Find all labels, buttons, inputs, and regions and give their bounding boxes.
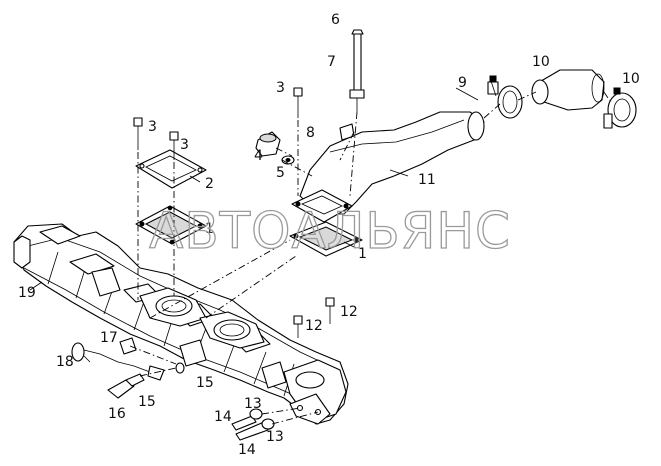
leader-lines [29,87,479,363]
callout-12-left: 12 [305,318,323,334]
nut-13-lower [261,418,275,430]
grommet-17 [119,337,137,355]
callout-3-upper: 3 [276,80,285,96]
cover-plate-2 [135,149,207,189]
callout-4: 4 [254,148,263,164]
bolt-14-upper [231,415,257,431]
callout-14-lower: 14 [238,442,256,458]
clamp-9 [487,75,523,119]
exhaust-pipe-11 [291,111,485,223]
bolt-3-upper [293,87,303,118]
callout-8: 8 [306,125,315,141]
callout-15-right: 15 [196,375,214,391]
callout-10-clamp: 10 [622,71,640,87]
sensor-rod-7 [349,29,365,112]
callout-13-upper: 13 [244,396,262,412]
callout-1-right: 1 [358,246,367,262]
cap-4 [255,131,281,157]
callout-11: 11 [418,172,436,188]
bolt-12-right [325,297,335,324]
flex-sleeve-10 [531,69,605,111]
callout-3-middle: 3 [180,137,189,153]
callout-15-left: 15 [138,394,156,410]
callout-labels: 6 7 10 10 9 3 3 3 8 4 5 2 11 1 1 19 12 1… [18,12,640,458]
bolt-3-left [133,117,143,150]
sensor-16 [107,373,145,399]
watermark-text: АВТОАЛЬЯНС [149,202,511,260]
callout-12-right: 12 [340,304,358,320]
plug-8 [339,123,355,141]
callout-10-sleeve: 10 [532,54,550,70]
washer-15 [175,362,185,374]
callout-14-upper: 14 [214,409,232,425]
assembly-lines [129,91,613,425]
bolt-3-middle [169,131,179,160]
exhaust-manifold [13,223,349,425]
gasket-1-left [135,205,207,245]
gasket-1-right [289,221,363,257]
callout-19: 19 [18,285,36,301]
bolt-14-lower [235,421,269,441]
callout-6: 6 [331,12,340,28]
callout-9: 9 [458,75,467,91]
callout-2: 2 [205,176,214,192]
callout-3-left: 3 [148,119,157,135]
callout-18: 18 [56,354,74,370]
bolt-12-left [293,315,303,338]
callout-7: 7 [327,54,336,70]
clamp-10 [603,87,637,129]
callout-1-left: 1 [205,221,214,237]
callout-17: 17 [100,330,118,346]
callout-16: 16 [108,406,126,422]
callout-13-lower: 13 [266,429,284,445]
callout-5: 5 [276,165,285,181]
sensor-wire-18 [71,342,165,381]
